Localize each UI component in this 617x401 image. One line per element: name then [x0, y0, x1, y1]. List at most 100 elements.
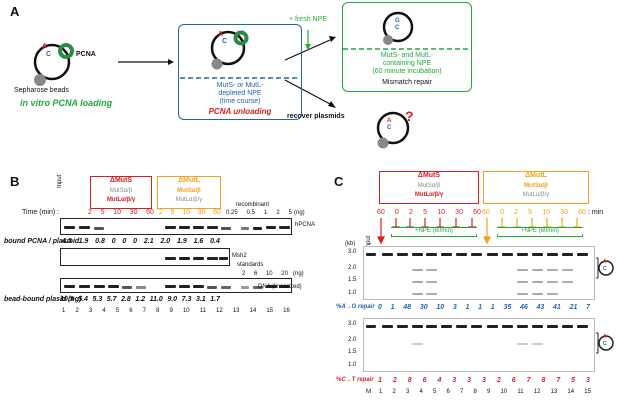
std-value: 6 — [253, 271, 258, 277]
marker-1-0: 1.0 — [348, 290, 357, 296]
plasmid-icon — [598, 335, 614, 351]
hpcna-label: hPCNA — [295, 222, 316, 228]
lane-number: 12 — [216, 308, 223, 314]
c-dmutl-box — [483, 171, 589, 204]
time-value: 2 — [514, 209, 518, 216]
lane-number: 7 — [142, 308, 146, 314]
containing-npe-text: MutS- and MutL- containing NPE (60 minut… — [372, 52, 442, 75]
base-g-label: G — [395, 18, 400, 24]
lane-number: 14 — [567, 389, 575, 395]
pcna-ring-icon — [233, 30, 249, 46]
time-value: 60 — [578, 209, 586, 216]
bead-bound-label: bead-bound plasid (ng) — [4, 296, 82, 303]
recomb-value: 5 — [288, 210, 292, 216]
ag-value: 1 — [478, 304, 483, 311]
panel-c-letter: C — [334, 174, 344, 189]
std-value: 10 — [265, 271, 273, 277]
bead-value: 2.8 — [121, 296, 131, 303]
time-value: 5 — [423, 209, 428, 216]
lane-number: 8 — [156, 308, 160, 314]
ct-value: 7 — [526, 377, 531, 384]
time-value: 30 — [455, 209, 463, 216]
recomb-value: 2 — [276, 210, 280, 216]
ag-value: 21 — [569, 304, 578, 311]
time-value: 2 — [159, 209, 163, 216]
icon-base-c: C — [603, 341, 607, 347]
bound-value: 1.6 — [193, 238, 204, 245]
bound-value: 4.3 — [62, 238, 72, 245]
time-value: 10 — [182, 209, 190, 216]
fresh-npe-label: + fresh NPE — [289, 16, 327, 23]
base-c-label: C — [46, 51, 52, 58]
lane-number: 2 — [392, 389, 396, 395]
time-value: 30 — [197, 209, 206, 216]
ct-value: 3 — [586, 377, 590, 384]
time-value: 60 — [213, 209, 221, 216]
time-label: Time (min) : — [22, 209, 60, 216]
dna-gel — [60, 278, 292, 293]
bead-value: 5.3 — [92, 296, 103, 303]
lane-number: 13 — [550, 389, 558, 395]
pcna-ring-icon — [58, 43, 74, 59]
bound-value: 1.9 — [78, 238, 89, 245]
c-dmutl-head: ΔMutL — [525, 172, 547, 179]
std-value: 2 — [242, 271, 246, 277]
lane-number: 1 — [62, 308, 66, 314]
time-value: 10 — [113, 209, 121, 216]
bead-value: 7.3 — [181, 296, 192, 303]
lane-number: 8 — [473, 389, 477, 395]
recomb-value: 0.25 — [226, 210, 238, 216]
ct-value: 5 — [571, 377, 576, 384]
base-a-label: A — [218, 31, 224, 38]
msh2-label: Msh2 — [232, 253, 247, 259]
dna-label: DNA (linearized) — [258, 284, 302, 290]
ag-value: 48 — [403, 304, 412, 311]
hpcna-blot — [60, 218, 292, 235]
lane-number: 6 — [446, 389, 450, 395]
dmutl-box — [157, 176, 221, 209]
c-dmuts-sub2: MutLα/β/γ — [414, 192, 444, 198]
min-label: : min — [588, 209, 604, 216]
plasmid-icon — [376, 111, 410, 145]
lane-number: 15 — [266, 308, 274, 314]
time-value: 60 — [473, 209, 481, 216]
lane-number: 2 — [75, 308, 79, 314]
ct-value: 6 — [422, 377, 427, 384]
ct-repair-label: %C→T repair — [336, 377, 374, 383]
marker-1-5: 1.5 — [348, 349, 357, 355]
ct-value: 8 — [407, 377, 412, 384]
bead-value: 5.7 — [106, 296, 117, 303]
base-c-label: C — [387, 125, 392, 131]
c-dmutl-sub1: MutSα/β — [524, 183, 548, 189]
bead-value: 10.9 — [60, 296, 74, 303]
in-vitro-label: in vitro PCNA loading — [20, 98, 113, 108]
m-label: M — [366, 389, 371, 395]
bound-value: 0.8 — [95, 238, 105, 245]
dmuts-box — [90, 176, 152, 209]
ag-repair-label: %A→G repair — [336, 304, 375, 310]
lane-number: 3 — [88, 308, 93, 314]
bead-value: 3.1 — [195, 296, 206, 303]
dmutl-sub2: MutLα/β/γ — [175, 197, 203, 203]
ct-value: 1 — [378, 377, 382, 384]
ag-value: 1 — [465, 304, 470, 311]
ct-value: 3 — [467, 377, 472, 384]
icon-base-a: A — [603, 334, 607, 340]
depleted-npe-text: MutS- or MutL- depleted NPE (time course… — [216, 82, 264, 105]
recombinant-label: recombinant — [236, 202, 270, 208]
ct-value: 8 — [541, 377, 546, 384]
standards-label: standards — [237, 262, 264, 268]
ag-value: 1 — [390, 304, 395, 311]
bead-value: 1.7 — [210, 296, 220, 303]
time-value: 60 — [146, 209, 154, 216]
bead-value: 1.2 — [135, 296, 146, 303]
bound-value: 2.0 — [160, 238, 171, 245]
